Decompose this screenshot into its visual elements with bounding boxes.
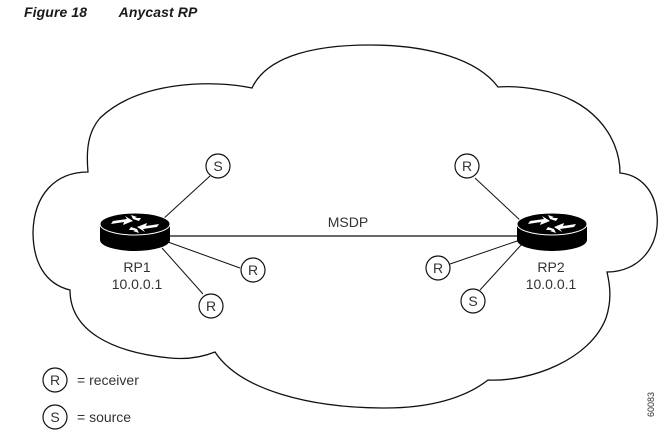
host-symbol: R [248, 262, 258, 278]
host-symbol: R [433, 260, 443, 276]
figure-id: 60083 [646, 392, 656, 417]
router-rp2 [516, 212, 588, 252]
rp1-host-receiver-2: R [198, 293, 224, 319]
router-icon [516, 212, 588, 252]
host-symbol: S [468, 293, 477, 309]
router-rp2-name: RP2 [537, 259, 564, 275]
rp2-spoke-source [479, 243, 523, 291]
rp2-host-receiver-2: R [425, 255, 451, 281]
rp1-host-receiver-1: R [240, 257, 266, 283]
rp1-spoke-receiver-2 [161, 247, 204, 295]
router-rp1-address: 10.0.0.1 [112, 276, 163, 292]
network-cloud [32, 44, 658, 409]
host-symbol: R [462, 158, 472, 174]
rp1-host-source: S [205, 153, 231, 179]
router-rp1 [99, 212, 171, 252]
legend-text: = source [77, 409, 131, 425]
router-rp1-name: RP1 [123, 259, 150, 275]
host-symbol: R [206, 298, 216, 314]
legend-text: = receiver [77, 372, 139, 388]
msdp-label: MSDP [328, 214, 368, 230]
figure-caption: Figure 18 Anycast RP [24, 4, 197, 20]
rp2-host-receiver-1: R [454, 153, 480, 179]
legend-source: S = source [42, 404, 131, 430]
rp2-spoke-receiver-2 [449, 239, 521, 265]
router-icon [99, 212, 171, 252]
router-rp2-address: 10.0.0.1 [526, 276, 577, 292]
rp1-spoke-source [161, 175, 211, 221]
legend-symbol: S [50, 409, 59, 425]
rp2-spoke-receiver-1 [474, 177, 523, 223]
rp2-host-source: S [460, 288, 486, 314]
legend-symbol: R [50, 372, 60, 388]
legend-receiver: R = receiver [42, 367, 139, 393]
figure-number: Figure 18 [24, 4, 88, 20]
host-symbol: S [213, 158, 222, 174]
rp1-spoke-receiver-1 [167, 241, 241, 269]
figure-title: Anycast RP [118, 4, 198, 20]
